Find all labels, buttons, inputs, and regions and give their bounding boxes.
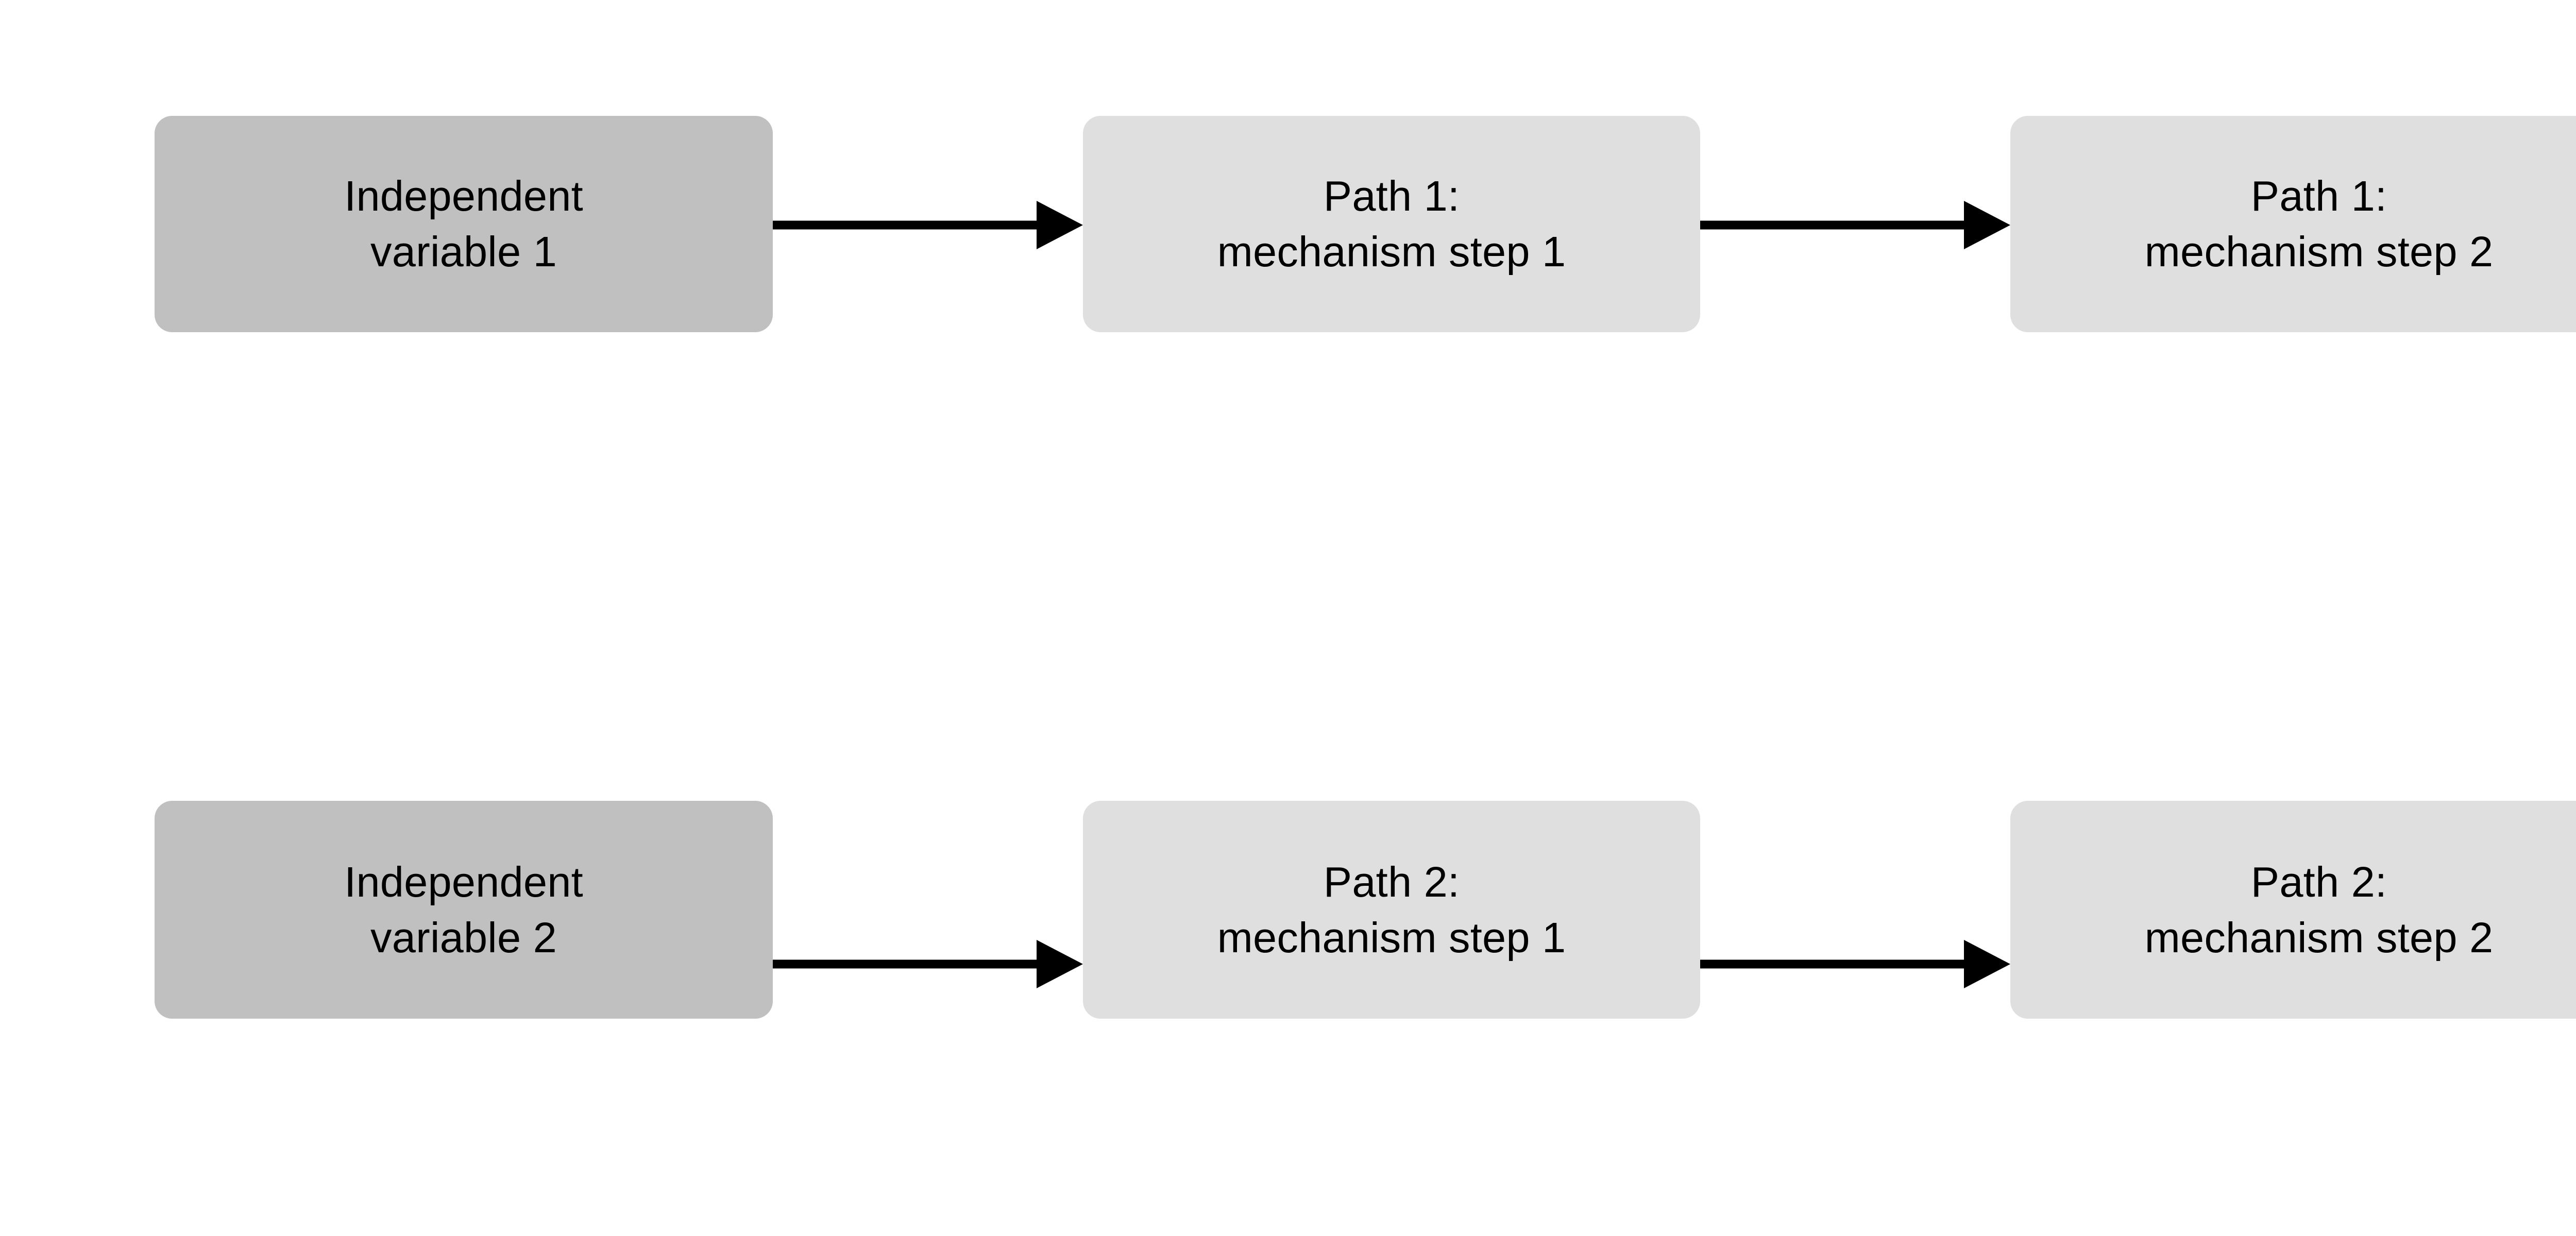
node-path-2-mechanism-step-1[interactable]: Path 2: mechanism step 1 — [1083, 801, 1700, 1019]
node-path-1-mechanism-step-1[interactable]: Path 1: mechanism step 1 — [1083, 116, 1700, 332]
edge-iv1-to-p1s1 — [768, 201, 1083, 249]
edge-iv2-to-p2s1 — [768, 940, 1083, 988]
node-path-2-mechanism-step-2[interactable]: Path 2: mechanism step 2 — [2010, 801, 2576, 1019]
node-independent-variable-1[interactable]: Independent variable 1 — [155, 116, 773, 332]
edge-p1s1-to-p1s2 — [1696, 201, 2010, 249]
node-independent-variable-2[interactable]: Independent variable 2 — [155, 801, 773, 1019]
edge-p2s1-to-p2s2 — [1696, 940, 2010, 988]
node-path-1-mechanism-step-2[interactable]: Path 1: mechanism step 2 — [2010, 116, 2576, 332]
